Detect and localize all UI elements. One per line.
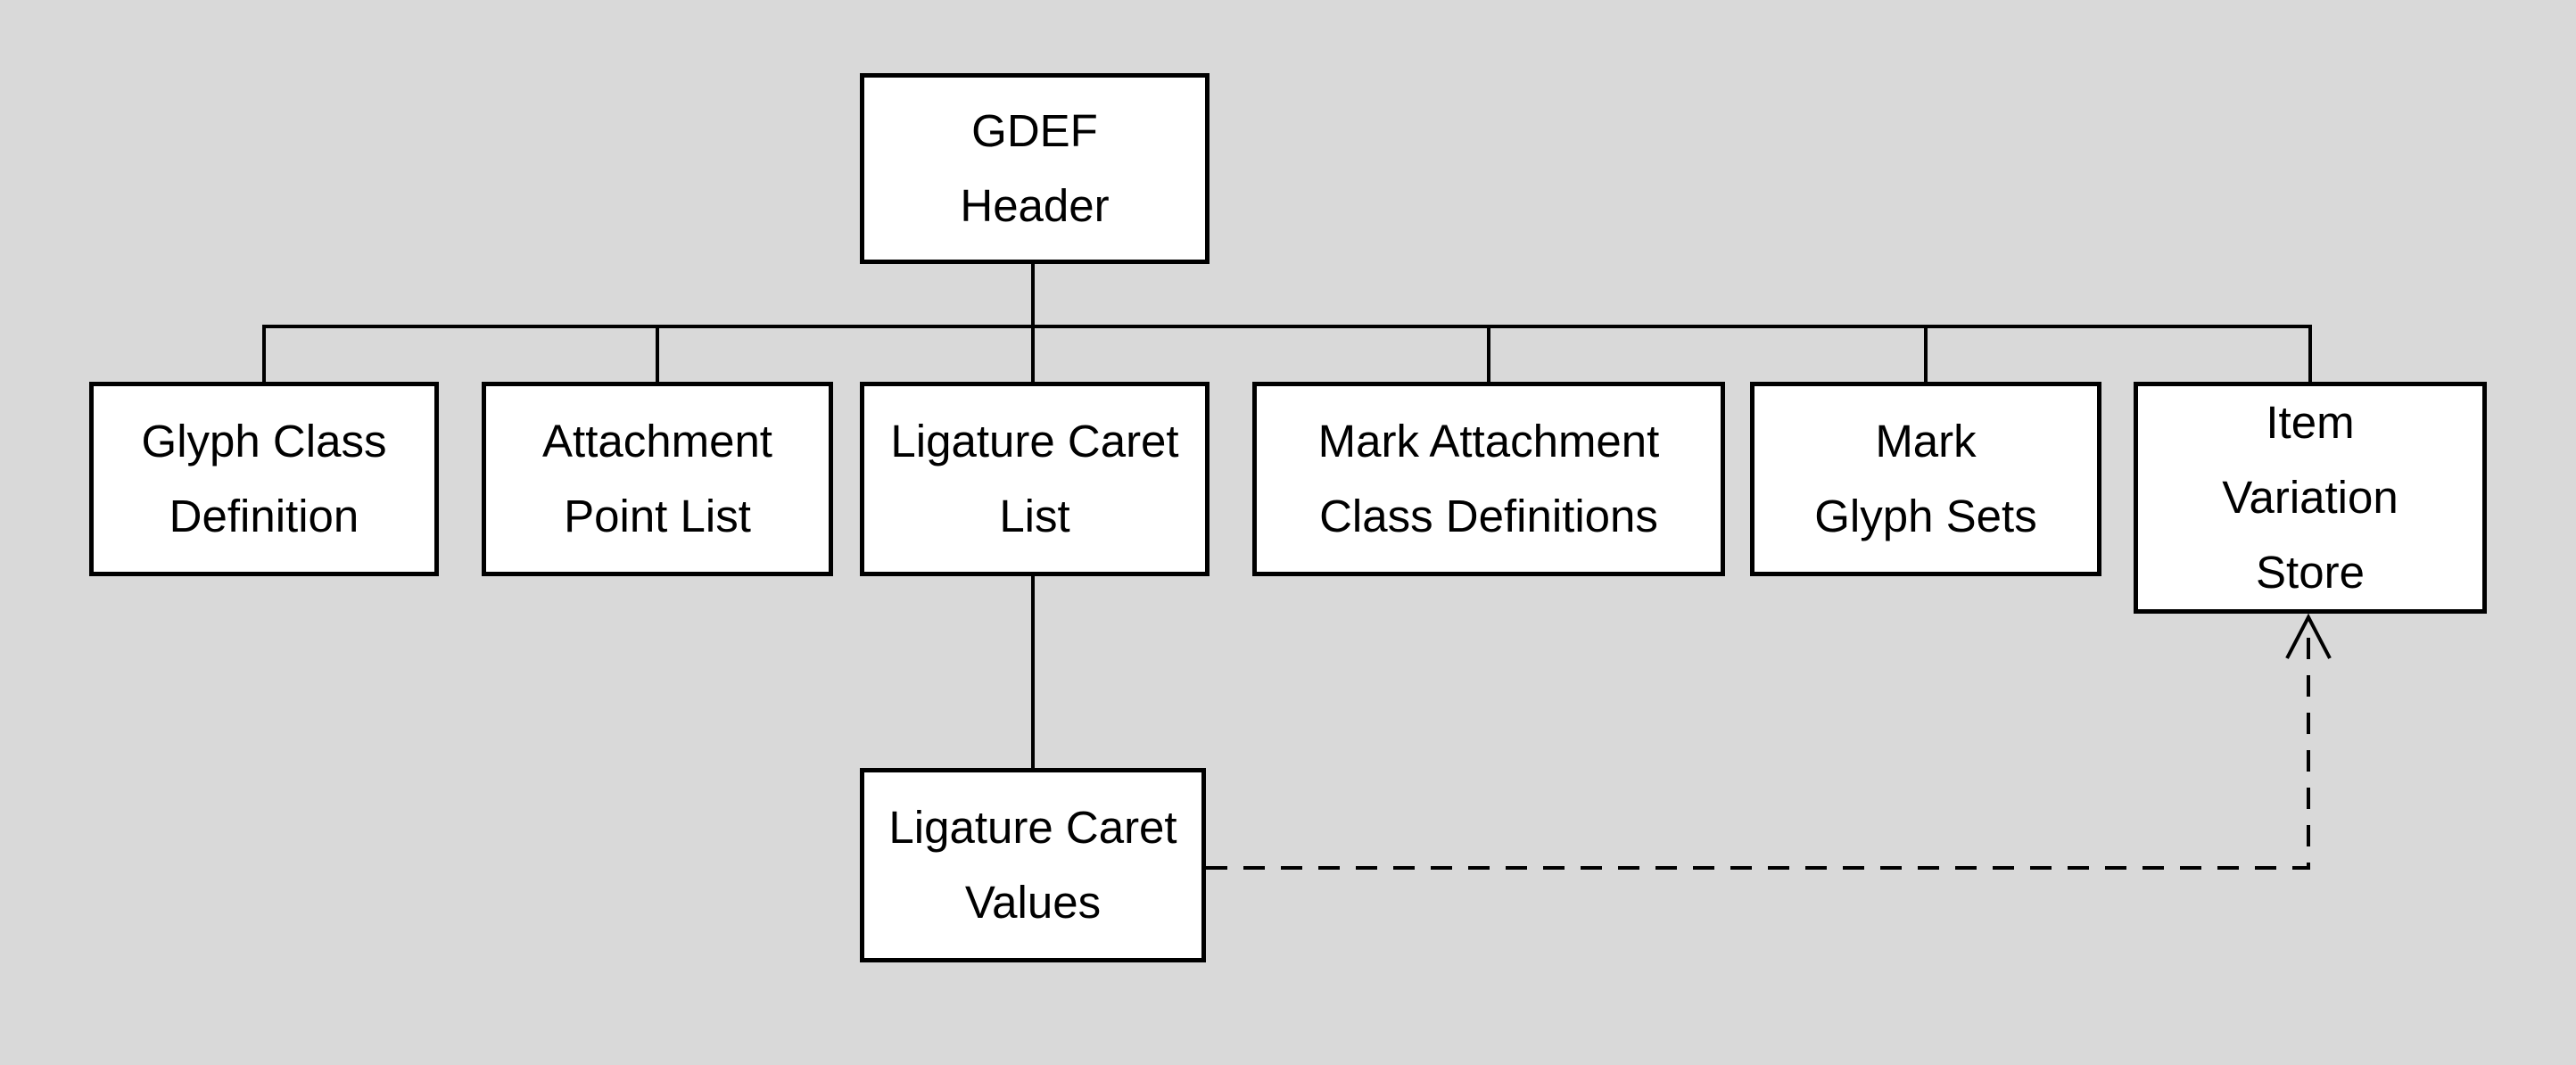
node-ligature-caret-list: Ligature Caret List: [860, 382, 1210, 576]
solid-tree-connectors: [262, 262, 2312, 771]
node-item-variation-store: Item Variation Store: [2134, 382, 2487, 614]
node-label: Glyph Class Definition: [141, 415, 387, 541]
node-glyph-class-definition: Glyph Class Definition: [89, 382, 439, 576]
node-mark-glyph-sets: Mark Glyph Sets: [1750, 382, 2101, 576]
dashed-values-to-item-variation: [1206, 637, 2310, 870]
node-gdef-header: GDEF Header: [860, 73, 1210, 264]
node-attachment-point-list: Attachment Point List: [482, 382, 833, 576]
node-label: Mark Attachment Class Definitions: [1317, 415, 1660, 541]
open-arrowhead-up-icon: [2285, 613, 2332, 659]
node-label: Mark Glyph Sets: [1814, 415, 2037, 541]
node-label: Attachment Point List: [542, 415, 772, 541]
node-label: Ligature Caret Values: [888, 801, 1177, 928]
node-label: GDEF Header: [960, 104, 1110, 231]
node-ligature-caret-values: Ligature Caret Values: [860, 768, 1206, 962]
node-label: Item Variation Store: [2222, 396, 2398, 599]
node-mark-attachment-class-definitions: Mark Attachment Class Definitions: [1252, 382, 1725, 576]
node-label: Ligature Caret List: [890, 415, 1179, 541]
dashed-reference-connector: [1206, 613, 2332, 870]
